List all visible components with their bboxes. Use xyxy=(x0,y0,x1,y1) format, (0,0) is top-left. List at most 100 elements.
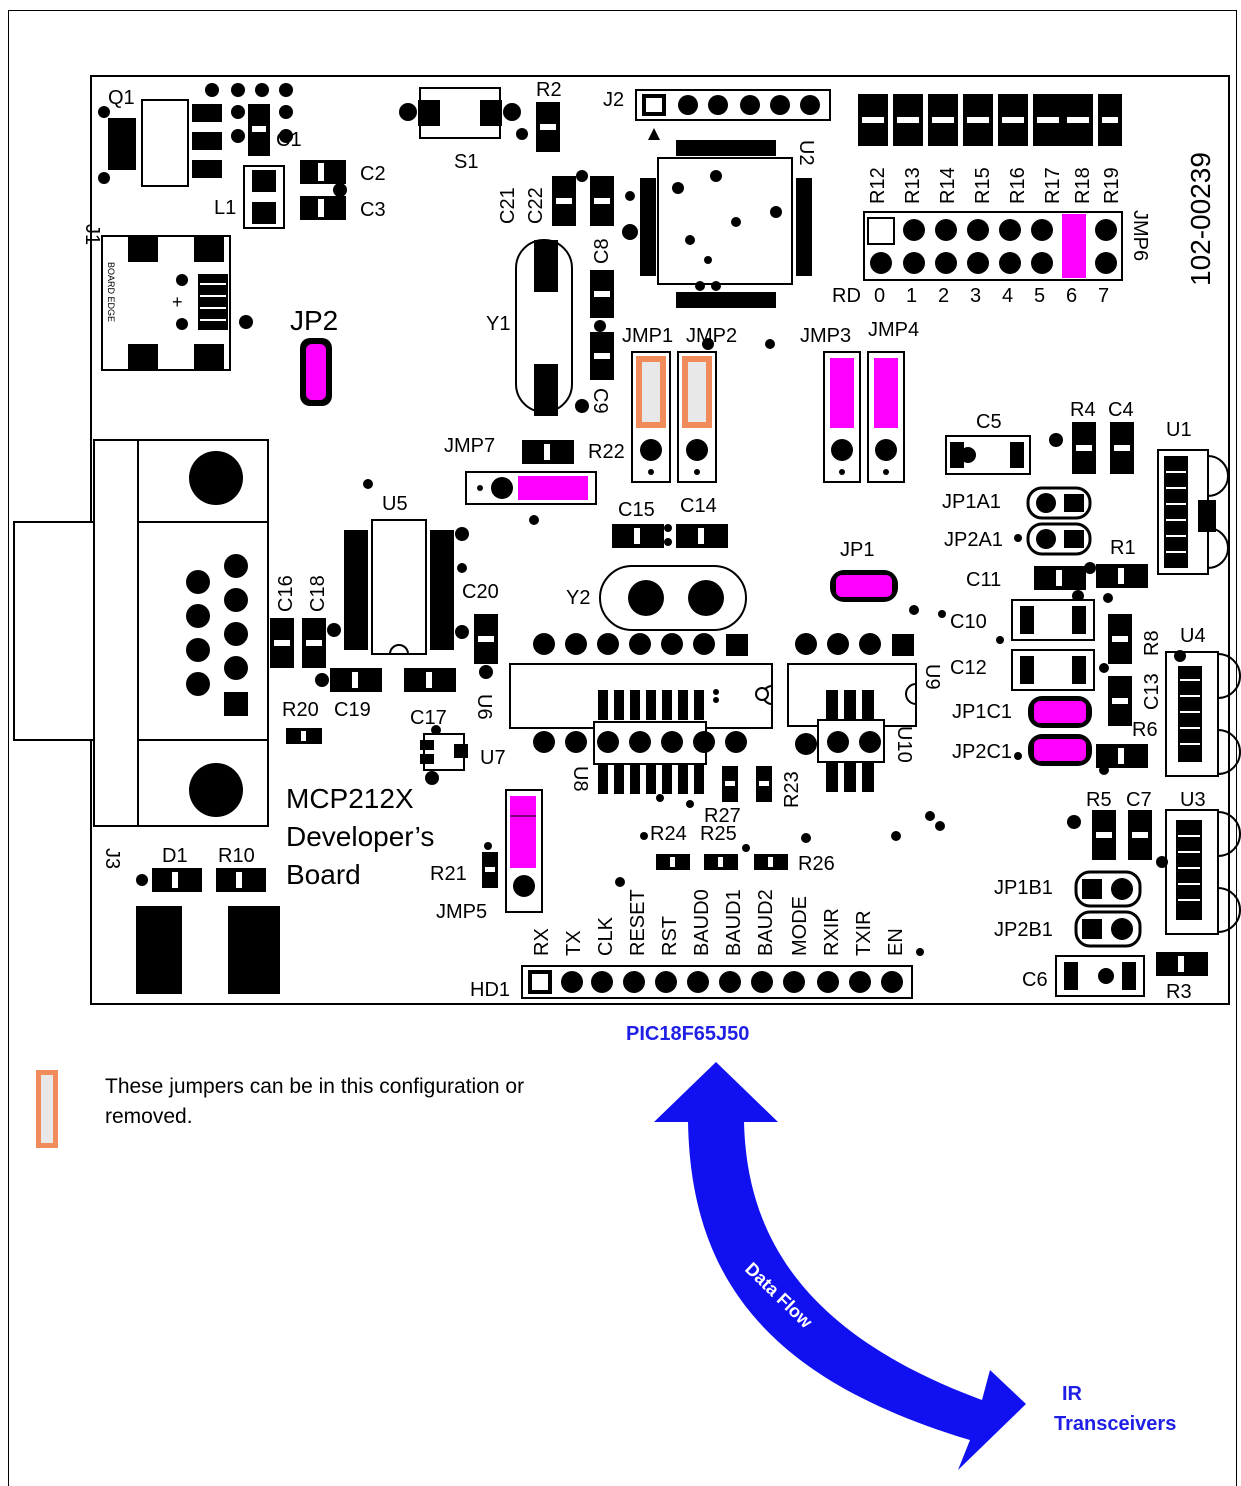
label-jmp1: JMP1 xyxy=(622,325,673,347)
label-jp2b1: JP2B1 xyxy=(994,919,1053,941)
label-u6: U6 xyxy=(473,694,495,720)
label-r24: R24 xyxy=(650,823,687,845)
label-jmp7: JMP7 xyxy=(444,435,495,457)
label-r4: R4 xyxy=(1070,399,1096,421)
label-jmp3: JMP3 xyxy=(800,325,851,347)
label-jmp4: JMP4 xyxy=(868,319,919,341)
label-u5: U5 xyxy=(382,493,408,515)
label-r16: R16 xyxy=(1007,167,1029,204)
label-r26: R26 xyxy=(798,853,835,875)
label-r14: R14 xyxy=(937,167,959,204)
label-c13: C13 xyxy=(1141,673,1163,710)
label-jp1c1: JP1C1 xyxy=(952,701,1012,723)
target-pic18f65j50: PIC18F65J50 xyxy=(626,1023,749,1045)
jp2b1-jumper xyxy=(1074,910,1142,948)
label-jp1: JP1 xyxy=(840,539,874,561)
label-jp2c1: JP2C1 xyxy=(952,741,1012,763)
hd1-pin-baud0: BAUD0 xyxy=(691,889,713,956)
label-jp1a1: JP1A1 xyxy=(942,491,1001,513)
label-c22: C22 xyxy=(525,187,547,224)
c7 xyxy=(1128,810,1152,860)
rd-bit-4: 4 xyxy=(1002,285,1013,307)
c21 xyxy=(552,176,576,226)
label-u3: U3 xyxy=(1180,789,1206,811)
label-c5: C5 xyxy=(976,411,1002,433)
r3 xyxy=(1156,952,1208,976)
c2 xyxy=(300,160,346,184)
r22 xyxy=(522,440,574,464)
r5 xyxy=(1092,810,1116,860)
page-frame xyxy=(8,10,1237,1486)
l1 xyxy=(243,165,285,229)
c14 xyxy=(676,524,728,548)
label-r6: R6 xyxy=(1132,719,1158,741)
jmp6-header xyxy=(863,211,1123,281)
legend-optional-jumper-swatch xyxy=(36,1070,58,1148)
r23 xyxy=(756,766,772,802)
c17 xyxy=(404,668,456,692)
label-hd1: HD1 xyxy=(470,979,510,1001)
jp1-jumper xyxy=(830,570,898,602)
label-rd: RD xyxy=(832,285,861,307)
r1 xyxy=(1096,564,1148,588)
label-r21: R21 xyxy=(430,863,467,885)
r10 xyxy=(216,868,266,892)
hd1-pin-rst: RST xyxy=(659,916,681,956)
label-r18: R18 xyxy=(1072,167,1094,204)
label-d1: D1 xyxy=(162,845,188,867)
svg-text:+: + xyxy=(172,292,183,312)
jmp2-jumper xyxy=(677,351,717,483)
u7-regulator xyxy=(420,725,468,785)
c20 xyxy=(474,614,498,664)
label-c1: C1 xyxy=(276,129,302,151)
label-board-edge: BOARD EDGE xyxy=(106,262,116,322)
board-title-line-1: MCP212X xyxy=(286,783,414,814)
label-c20: C20 xyxy=(462,581,499,603)
hd1-pin-baud1: BAUD1 xyxy=(723,889,745,956)
jmp5-jumper xyxy=(505,789,543,913)
c1 xyxy=(248,104,270,156)
rd-bit-3: 3 xyxy=(970,285,981,307)
hd1-pin-tx: TX xyxy=(563,930,585,956)
c8 xyxy=(590,270,614,318)
rd-bit-6: 6 xyxy=(1066,285,1077,307)
y2-crystal xyxy=(599,565,747,631)
label-r12: R12 xyxy=(867,167,889,204)
c18 xyxy=(302,618,326,668)
r27 xyxy=(722,766,738,802)
r26 xyxy=(754,854,788,870)
c4 xyxy=(1110,422,1134,474)
label-s1: S1 xyxy=(454,151,478,173)
label-j2: J2 xyxy=(603,89,624,111)
label-jmp6: JMP6 xyxy=(1129,210,1151,261)
r8 xyxy=(1108,614,1132,664)
r4 xyxy=(1072,422,1096,474)
c19 xyxy=(330,668,382,692)
label-c2: C2 xyxy=(360,163,386,185)
label-u9: U9 xyxy=(921,664,943,690)
hd1-pin-baud2: BAUD2 xyxy=(755,889,777,956)
u4-ir-transceiver xyxy=(1165,650,1241,777)
y1-crystal xyxy=(515,239,589,416)
c12 xyxy=(1011,649,1095,691)
j3-db9-connector xyxy=(13,439,269,827)
jmp4-jumper xyxy=(867,351,905,483)
jmp3-jumper xyxy=(823,351,861,483)
label-jp1b1: JP1B1 xyxy=(994,877,1053,899)
d1 xyxy=(152,868,202,892)
label-c4: C4 xyxy=(1108,399,1134,421)
jp1c1-jumper xyxy=(1028,696,1092,728)
u1-ir-transceiver xyxy=(1157,449,1229,575)
r6 xyxy=(1096,744,1148,768)
d1-pad xyxy=(136,906,182,994)
rd-bit-0: 0 xyxy=(874,285,885,307)
r2 xyxy=(536,102,560,152)
r10-pad xyxy=(228,906,280,994)
r24 xyxy=(656,854,690,870)
hd1-pin-en: EN xyxy=(885,928,907,956)
label-c12: C12 xyxy=(950,657,987,679)
label-jp2: JP2 xyxy=(290,305,338,336)
jp1b1-jumper xyxy=(1074,870,1142,908)
